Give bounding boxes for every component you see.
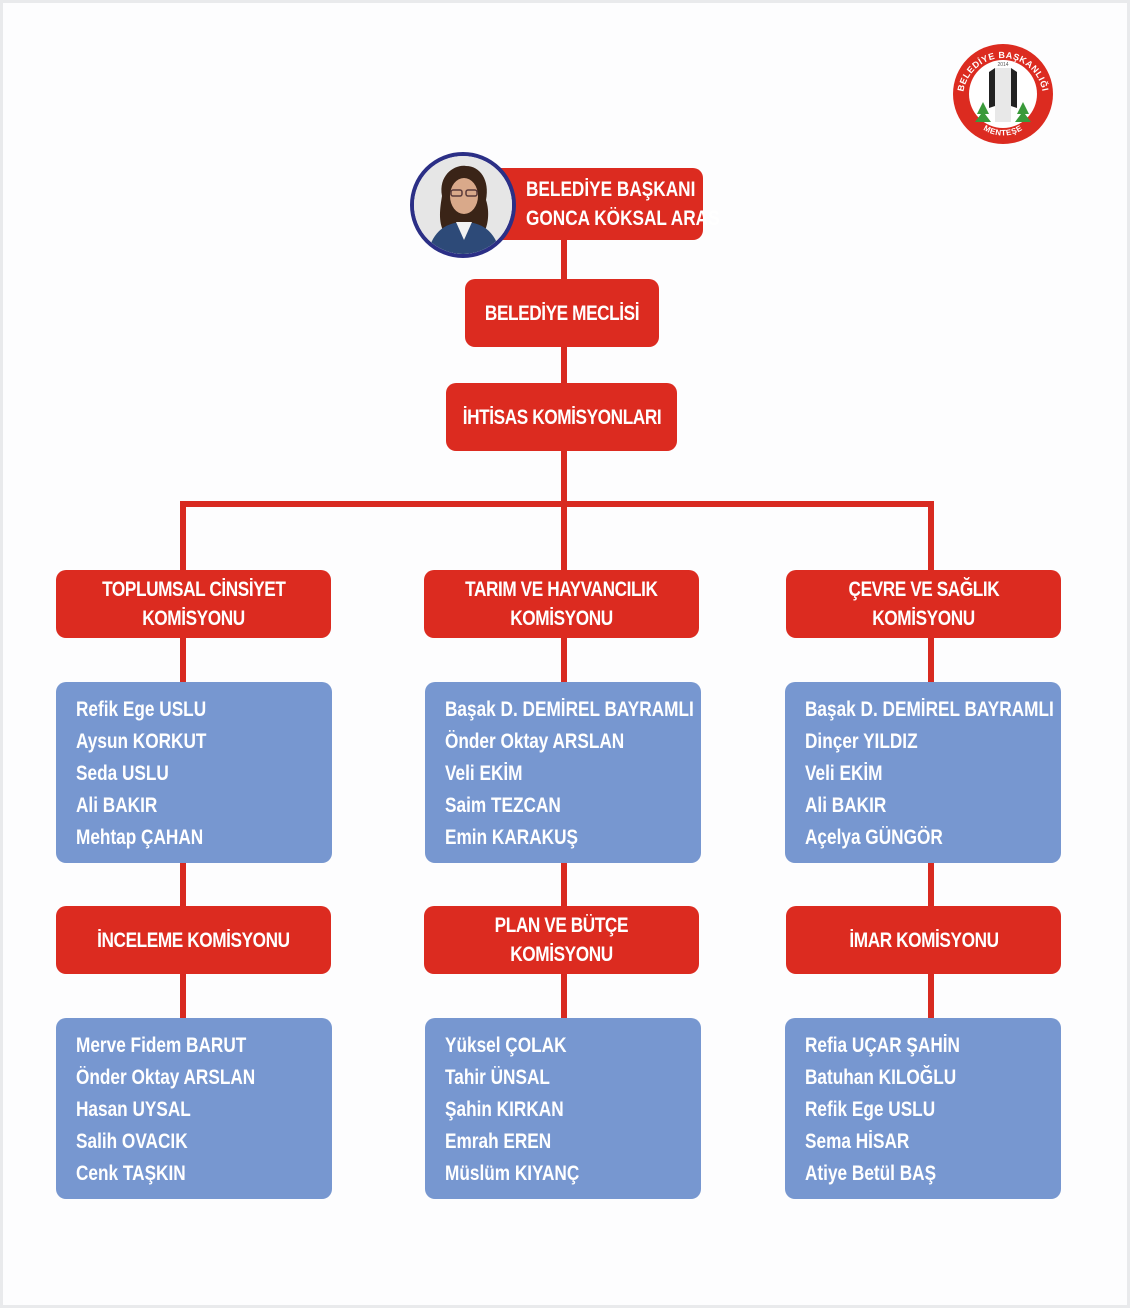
connector-col3-c [928,972,934,1020]
committee-title-line: KOMİSYONU [872,607,975,630]
logo-year: 2014 [997,62,1008,68]
committee-title-line: PLAN VE BÜTÇE [494,914,629,937]
connector-col3-a [928,636,934,684]
committee-title-line: İMAR KOMİSYONU [848,928,999,952]
committee-title-line: ÇEVRE VE SAĞLIK [848,578,999,601]
connector-mayor-council [561,238,567,280]
mayor-title: BELEDİYE BAŞKANI [526,178,696,201]
member-name: Hasan UYSAL [76,1098,191,1121]
connector-col1-b [180,860,186,910]
connector-col1-a [180,636,186,684]
member-name: Müslüm KIYANÇ [445,1162,580,1185]
member-name: Batuhan KILOĞLU [805,1066,957,1089]
member-name: Açelya GÜNGÖR [805,826,943,849]
committees-root-label: İHTİSAS KOMİSYONLARI [462,405,661,429]
committee-title-line: TOPLUMSAL CİNSİYET [101,578,286,601]
committees-root-box: İHTİSAS KOMİSYONLARI [446,383,677,451]
member-name: Ali BAKIR [805,794,887,817]
committee-members-box: Yüksel ÇOLAK Tahir ÜNSAL Şahin KIRKAN Em… [425,1018,701,1199]
committee-members-box: Başak D. DEMİREL BAYRAMLI Önder Oktay AR… [425,682,701,863]
connector-col2-c [561,972,567,1020]
mayor-portrait-icon [410,152,516,258]
member-name: Emrah EREN [445,1130,552,1153]
member-name: Salih OVACIK [76,1130,188,1153]
connector-left-drop [180,501,186,571]
member-name: Refia UÇAR ŞAHİN [805,1034,961,1057]
committee-header: ÇEVRE VE SAĞLIK KOMİSYONU [786,570,1061,638]
council-label: BELEDİYE MECLİSİ [484,301,640,325]
member-name: Şahin KIRKAN [445,1098,564,1121]
member-name: Veli EKİM [445,762,523,785]
committee-title-line: İNCELEME KOMİSYONU [97,928,290,952]
committee-title-line: TARIM VE HAYVANCILIK [465,578,658,601]
committee-members-box: Refia UÇAR ŞAHİN Batuhan KILOĞLU Refik E… [785,1018,1061,1199]
member-name: Önder Oktay ARSLAN [76,1066,256,1089]
connector-committees-trunk [561,450,567,572]
member-name: Atiye Betül BAŞ [805,1162,937,1185]
member-name: Aysun KORKUT [76,730,207,753]
municipality-seal-icon: 2014 BELEDİYE BAŞKANLIĞI MENTEŞE [953,44,1053,144]
committee-header: TOPLUMSAL CİNSİYET KOMİSYONU [56,570,331,638]
committee-members-box: Başak D. DEMİREL BAYRAMLI Dinçer YILDIZ … [785,682,1061,863]
member-name: Cenk TAŞKIN [76,1162,186,1185]
connector-col3-b [928,860,934,910]
connector-col1-c [180,972,186,1020]
committee-title-line: KOMİSYONU [510,607,613,630]
council-box: BELEDİYE MECLİSİ [465,279,659,347]
committee-members-box: Merve Fidem BARUT Önder Oktay ARSLAN Has… [56,1018,332,1199]
committee-members-box: Refik Ege USLU Aysun KORKUT Seda USLU Al… [56,682,332,863]
member-name: Emin KARAKUŞ [445,826,578,849]
svg-text:MENTEŞE: MENTEŞE [982,123,1024,137]
committee-header: PLAN VE BÜTÇE KOMİSYONU [424,906,699,974]
committee-title-line: KOMİSYONU [142,607,245,630]
member-name: Ali BAKIR [76,794,158,817]
member-name: Refik Ege USLU [805,1098,936,1121]
committee-header: İNCELEME KOMİSYONU [56,906,331,974]
committee-header: TARIM VE HAYVANCILIK KOMİSYONU [424,570,699,638]
connector-col2-a [561,636,567,684]
connector-horizontal-bar [180,501,934,507]
member-name: Başak D. DEMİREL BAYRAMLI [805,698,1054,721]
member-name: Mehtap ÇAHAN [76,826,204,849]
member-name: Dinçer YILDIZ [805,730,918,753]
member-name: Seda USLU [76,762,169,785]
connector-col2-b [561,860,567,910]
member-name: Sema HİSAR [805,1130,910,1153]
mayor-name: GONCA KÖKSAL ARAS [526,207,720,230]
member-name: Önder Oktay ARSLAN [445,730,625,753]
mayor-box: BELEDİYE BAŞKANI GONCA KÖKSAL ARAS [490,168,720,240]
committee-title-line: KOMİSYONU [510,943,613,966]
member-name: Tahir ÜNSAL [445,1066,550,1089]
member-name: Merve Fidem BARUT [76,1034,247,1057]
member-name: Saim TEZCAN [445,794,561,817]
member-name: Refik Ege USLU [76,698,207,721]
member-name: Başak D. DEMİREL BAYRAMLI [445,698,694,721]
connector-right-drop [928,501,934,571]
member-name: Veli EKİM [805,762,883,785]
logo-bottom-text: MENTEŞE [982,123,1024,137]
committee-header: İMAR KOMİSYONU [786,906,1061,974]
member-name: Yüksel ÇOLAK [445,1034,567,1057]
connector-council-committees [561,346,567,384]
